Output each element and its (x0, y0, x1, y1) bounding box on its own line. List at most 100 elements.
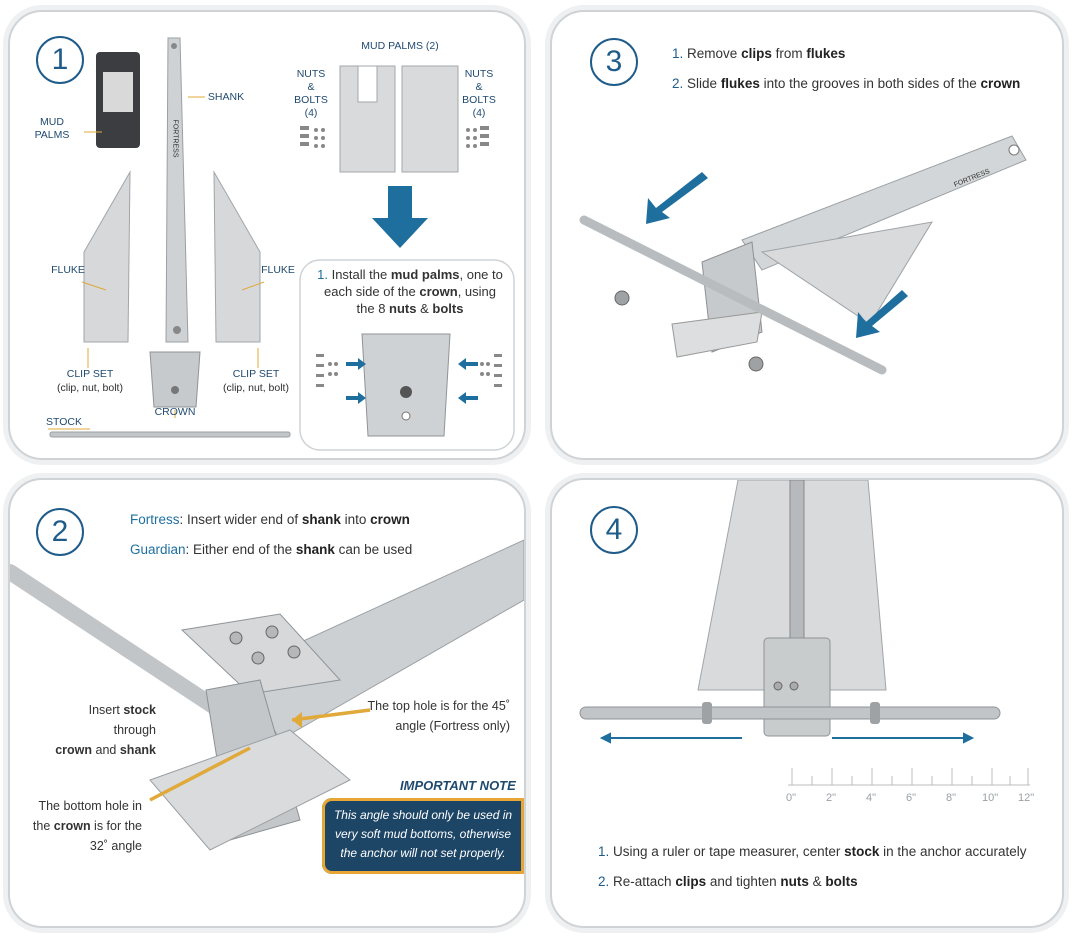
s3-1-num: 1. (672, 46, 684, 61)
guardian-c: can be used (334, 542, 413, 557)
step3-line-1: 1. Remove clips from flukes (672, 46, 845, 61)
amp-left-line: & (307, 81, 315, 93)
insert-stock-label: Insert stock through crown and shank (44, 700, 156, 760)
instr-l2c: , using (457, 284, 496, 299)
fortress-label: Fortress (130, 512, 180, 527)
fluke-right-shape (213, 170, 261, 343)
s4-1-num: 1. (598, 844, 610, 859)
ruler-tick-8: 8" (946, 792, 957, 804)
instruction-1: 1. Install the mud palms, one to each si… (310, 266, 510, 317)
label-clip-set-left: CLIP SET (66, 368, 114, 380)
panel-step-1: 1 (8, 10, 526, 460)
fortress-a: : Insert wider end of (179, 512, 302, 527)
p3-shank (741, 135, 1027, 271)
panel-step-4: 4 0" 2" 4" 6" 8" 10" 12" 1. Usi (550, 478, 1064, 928)
bottom-1: The bottom hole in (38, 799, 142, 813)
label-crown: CROWN (154, 406, 196, 418)
guardian-label: Guardian (130, 542, 186, 557)
ruler (788, 768, 1030, 786)
ruler-tick-6: 6" (906, 792, 917, 804)
leader-top-hole (291, 708, 371, 722)
clip-right (748, 356, 764, 372)
p4-stock (579, 706, 1001, 720)
step4-line-1: 1. Using a ruler or tape measurer, cente… (598, 844, 1027, 859)
label-shank: SHANK (207, 91, 245, 103)
panel-step-2: 2 Fortress: Insert wider end of shank in… (8, 478, 526, 928)
arrow-down-left (856, 290, 908, 338)
clip-left (614, 290, 630, 306)
ruler-tick-0: 0" (786, 792, 797, 804)
guardian-a: : Either end of the (185, 542, 296, 557)
s3-2-d: crown (980, 76, 1021, 91)
mud-palm-left (339, 65, 396, 173)
instr-l3b: nuts (389, 301, 417, 316)
s3-2-c: into the grooves in both sides of the (759, 76, 981, 91)
instr-num: 1. (317, 267, 328, 282)
s3-1-d: flukes (806, 46, 846, 61)
s4-2-a: Re-attach (613, 874, 676, 889)
label-clip-set-left-sub: (clip, nut, bolt) (57, 382, 123, 394)
bottom-3: 32˚ angle (89, 839, 142, 853)
shank-shape (165, 37, 189, 343)
s4-2-d: nuts (780, 874, 809, 889)
ruler-tick-2: 2" (826, 792, 837, 804)
s3-1-c: from (771, 46, 807, 61)
p4-clip-right (870, 702, 880, 724)
s4-2-c: and tighten (706, 874, 781, 889)
mud-palm-right (401, 65, 459, 173)
label-stock: STOCK (46, 416, 82, 428)
s4-2-b: clips (675, 874, 707, 889)
s3-2-a: Slide (687, 76, 721, 91)
s3-1-a: Remove (687, 46, 742, 61)
bottom-2c: is for the (90, 819, 142, 833)
panel1-illustration (48, 37, 515, 451)
panel3-illustration (579, 135, 1027, 375)
fortress-c: into (340, 512, 371, 527)
stock-shape (49, 431, 291, 438)
bottom-2a: the (32, 819, 54, 833)
p4-clip-left (702, 702, 712, 724)
nuts-right-line: NUTS (464, 68, 494, 80)
step-number-2: 2 (36, 508, 84, 556)
s4-2-e: & (808, 874, 826, 889)
step-number-4: 4 (590, 506, 638, 554)
fluke-left-shape (83, 170, 131, 343)
label-mud-palms-top: MUD PALMS (2) (361, 40, 439, 52)
s4-1-a: Using a ruler or tape measurer, center (613, 844, 845, 859)
label-nuts-bolts-left: NUTS & BOLTS (4) (288, 68, 334, 120)
panel-step-3: 3 1. Remove clips from flukes 2. Slide f… (550, 10, 1064, 460)
instr-l2b: crown (419, 284, 458, 299)
bolts-left-line: BOLTS (4) (294, 94, 328, 119)
instr-l1c: , one to (459, 267, 503, 282)
nuts-left-line: NUTS (296, 68, 326, 80)
label-fluke-left: FLUKE (51, 264, 85, 276)
arrow-right-upper (346, 358, 366, 370)
label-clip-set-right: CLIP SET (232, 368, 280, 380)
top-hole-2: angle (Fortress only) (395, 719, 510, 733)
instr-l3c: & (416, 301, 433, 316)
ins-f: shank (119, 743, 156, 757)
fortress-line: Fortress: Insert wider end of shank into… (130, 512, 410, 527)
guardian-b: shank (295, 542, 335, 557)
bolts-right-line: BOLTS (4) (462, 94, 496, 119)
step3-line-2: 2. Slide flukes into the grooves in both… (672, 76, 1020, 91)
ins-a: Insert (88, 703, 124, 717)
important-note-box: This angle should only be used in very s… (322, 798, 524, 874)
step-number-3: 3 (590, 38, 638, 86)
p3-base (671, 311, 763, 358)
fortress-d: crown (370, 512, 410, 527)
important-note-title: IMPORTANT NOTE (400, 778, 516, 793)
instr-l1a: Install the (331, 267, 391, 282)
instr-l1b: mud palms (390, 267, 460, 282)
bottom-2b: crown (53, 819, 91, 833)
arrow-left-upper (458, 358, 478, 370)
panel4-illustration (579, 480, 1030, 786)
top-hole-1: The top hole is for the 45˚ (367, 699, 510, 713)
inset-crown (361, 333, 451, 437)
arrow-right-lower (346, 392, 366, 404)
ruler-tick-4: 4" (866, 792, 877, 804)
ins-b: stock (123, 703, 156, 717)
p3-stock (579, 215, 887, 375)
p2-base (149, 729, 351, 851)
step-number-1: 1 (36, 36, 84, 84)
